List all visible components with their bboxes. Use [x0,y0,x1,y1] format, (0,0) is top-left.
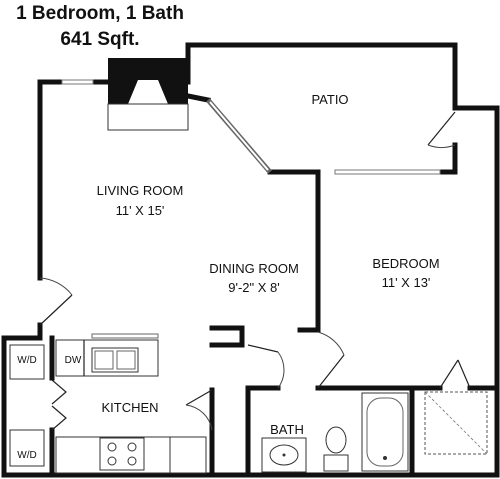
unit-area: 641 Sqft. [60,29,140,50]
dishwasher-label: DW [64,355,82,366]
room-dim-living: 11' X 15' [115,203,165,218]
kitchen-sink [91,347,139,373]
room-label-bedroom: BEDROOM [372,256,440,271]
washer-dryer-units [9,344,45,467]
room-label-bath: BATH [270,422,304,437]
room-label-dining: DINING ROOM [209,261,299,276]
windows [61,79,441,175]
patio-sliding-door [185,93,272,174]
unit-type-title: 1 Bedroom, 1 Bath [16,3,184,24]
washer-dryer-label-top: W/D [17,355,37,366]
refrigerator [169,436,207,474]
room-label-patio: PATIO [311,92,349,107]
bath-fixtures [261,392,409,473]
bedroom-closet [424,391,488,455]
room-dim-bedroom: 11' X 13' [381,275,431,290]
room-dim-dining: 9'-2" X 8' [228,280,280,295]
walls [1,42,500,478]
stove [99,437,145,471]
room-label-kitchen: KITCHEN [101,400,159,415]
room-label-living: LIVING ROOM [96,183,184,198]
door-swings [39,111,471,431]
fireplace [107,58,189,131]
washer-dryer-label-bottom: W/D [17,450,37,461]
